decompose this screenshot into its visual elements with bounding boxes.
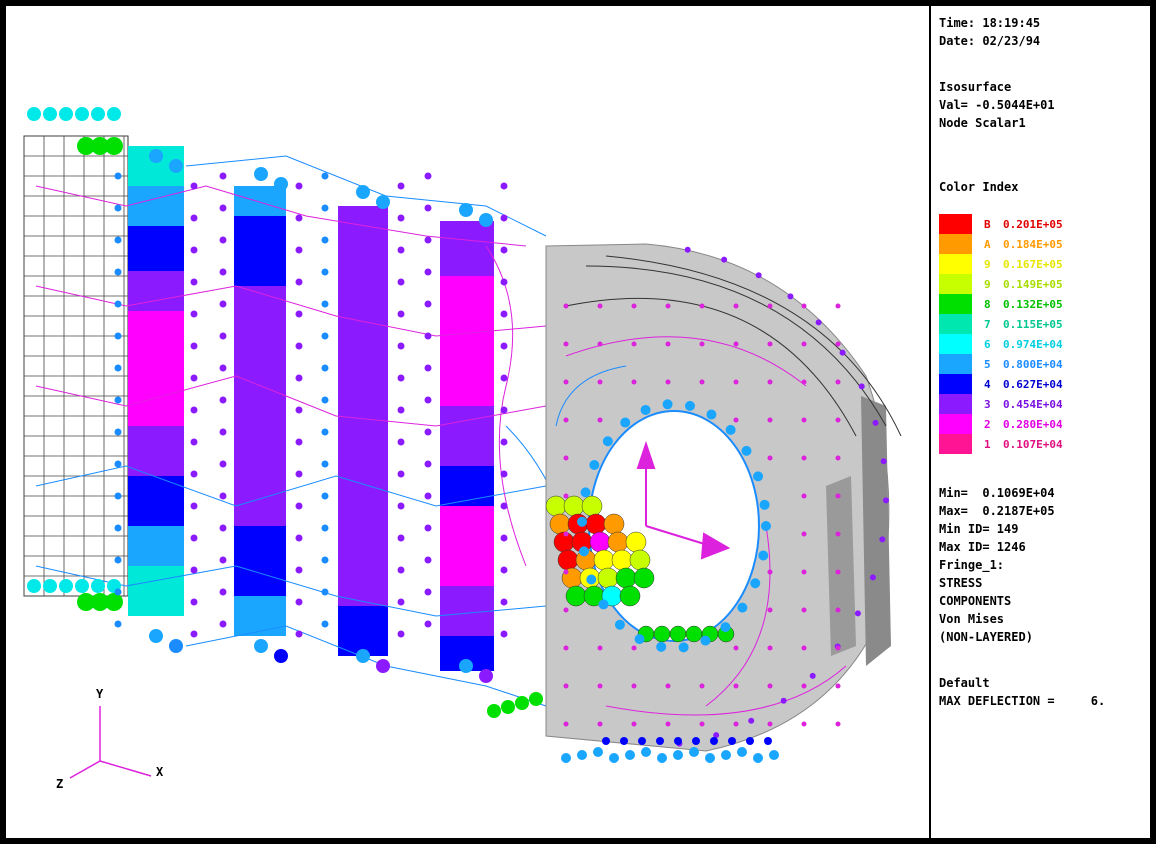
legend-index: 6 xyxy=(984,338,991,351)
legend-swatch xyxy=(939,254,972,274)
legend-value: 0.167E+05 xyxy=(1003,258,1063,271)
legend-row: 4 0.627E+04 xyxy=(939,374,1150,394)
legend-swatch xyxy=(939,314,972,334)
legend-swatch xyxy=(939,274,972,294)
date-label: Date: 02/23/94 xyxy=(939,34,1041,48)
legend-index: 8 xyxy=(984,298,991,311)
legend-value: 0.115E+05 xyxy=(1003,318,1063,331)
legend-value: 0.280E+04 xyxy=(1003,418,1063,431)
fringe-line-2: COMPONENTS xyxy=(939,594,1012,608)
min-value: Min= 0.1069E+04 xyxy=(939,486,1055,500)
graphics-viewport[interactable]: Y X Z xyxy=(6,6,929,838)
legend-row: 8 0.132E+05 xyxy=(939,294,1150,314)
max-deflection: MAX DEFLECTION = 6. xyxy=(939,694,1106,708)
legend-swatch xyxy=(939,394,972,414)
legend-row: 1 0.107E+04 xyxy=(939,434,1150,454)
legend-value: 0.800E+04 xyxy=(1003,358,1063,371)
mesh-block xyxy=(23,135,129,597)
plate-slab-4 xyxy=(440,221,494,671)
info-panel: Time: 18:19:45 Date: 02/23/94 Isosurface… xyxy=(939,6,1150,838)
fringe-line-3: Von Mises xyxy=(939,612,1005,626)
axis-label-x: X xyxy=(156,765,164,779)
min-id: Min ID= 149 xyxy=(939,522,1019,536)
legend-index: 9 xyxy=(984,258,991,271)
legend-value: 0.107E+04 xyxy=(1003,438,1063,451)
fringe-label: Fringe_1: xyxy=(939,558,1005,572)
legend-index: 2 xyxy=(984,418,991,431)
legend-row: 2 0.280E+04 xyxy=(939,414,1150,434)
legend-index: 7 xyxy=(984,318,991,331)
legend-swatch xyxy=(939,354,972,374)
legend-row: A 0.184E+05 xyxy=(939,234,1150,254)
max-id: Max ID= 1246 xyxy=(939,540,1026,554)
isosurface-title: Isosurface xyxy=(939,80,1012,94)
legend-swatch xyxy=(939,414,972,434)
legend-row: 7 0.115E+05 xyxy=(939,314,1150,334)
fringe-line-1: STRESS xyxy=(939,576,983,590)
legend-index: A xyxy=(984,238,991,251)
ring-disc xyxy=(545,243,902,752)
legend-value: 0.974E+04 xyxy=(1003,338,1063,351)
node-markers xyxy=(27,107,889,763)
legend-index: B xyxy=(984,218,991,231)
legend-swatch xyxy=(939,334,972,354)
legend-swatch xyxy=(939,374,972,394)
legend-swatch xyxy=(939,434,972,454)
legend-index: 5 xyxy=(984,358,991,371)
legend-row: 5 0.800E+04 xyxy=(939,354,1150,374)
legend-swatch xyxy=(939,234,972,254)
legend-value: 0.627E+04 xyxy=(1003,378,1063,391)
legend-index: 4 xyxy=(984,378,991,391)
plate-slab-3 xyxy=(338,206,388,656)
axis-label-y: Y xyxy=(96,687,104,701)
legend-row: 9 0.167E+05 xyxy=(939,254,1150,274)
load-arrows-icon xyxy=(636,440,731,560)
legend-value: 0.132E+05 xyxy=(1003,298,1063,311)
deform-default: Default xyxy=(939,676,990,690)
axis-label-z: Z xyxy=(56,777,63,791)
legend-row: 3 0.454E+04 xyxy=(939,394,1150,414)
max-value: Max= 0.2187E+05 xyxy=(939,504,1055,518)
color-index-title: Color Index xyxy=(939,180,1019,194)
axis-triad-icon xyxy=(69,706,152,779)
fringe-line-4: (NON-LAYERED) xyxy=(939,630,1033,644)
legend-swatch xyxy=(939,294,972,314)
legend-value: 0.201E+05 xyxy=(1003,218,1063,231)
plate-slab-1 xyxy=(128,146,184,616)
plate-slab-2 xyxy=(234,186,286,636)
legend-row: B 0.201E+05 xyxy=(939,214,1150,234)
legend-value: 0.149E+05 xyxy=(1003,278,1063,291)
panel-divider xyxy=(929,6,931,838)
legend-value: 0.454E+04 xyxy=(1003,398,1063,411)
legend-row: 9 0.149E+05 xyxy=(939,274,1150,294)
isosurface-value: Val= -0.5044E+01 xyxy=(939,98,1055,112)
legend-value: 0.184E+05 xyxy=(1003,238,1063,251)
legend-swatch xyxy=(939,214,972,234)
fea-model-view: Y X Z xyxy=(23,107,902,791)
legend-row: 6 0.974E+04 xyxy=(939,334,1150,354)
isosurface-node: Node Scalar1 xyxy=(939,116,1026,130)
time-label: Time: 18:19:45 xyxy=(939,16,1041,30)
legend-index: 1 xyxy=(984,438,991,451)
legend-index: 9 xyxy=(984,278,991,291)
legend-index: 3 xyxy=(984,398,991,411)
